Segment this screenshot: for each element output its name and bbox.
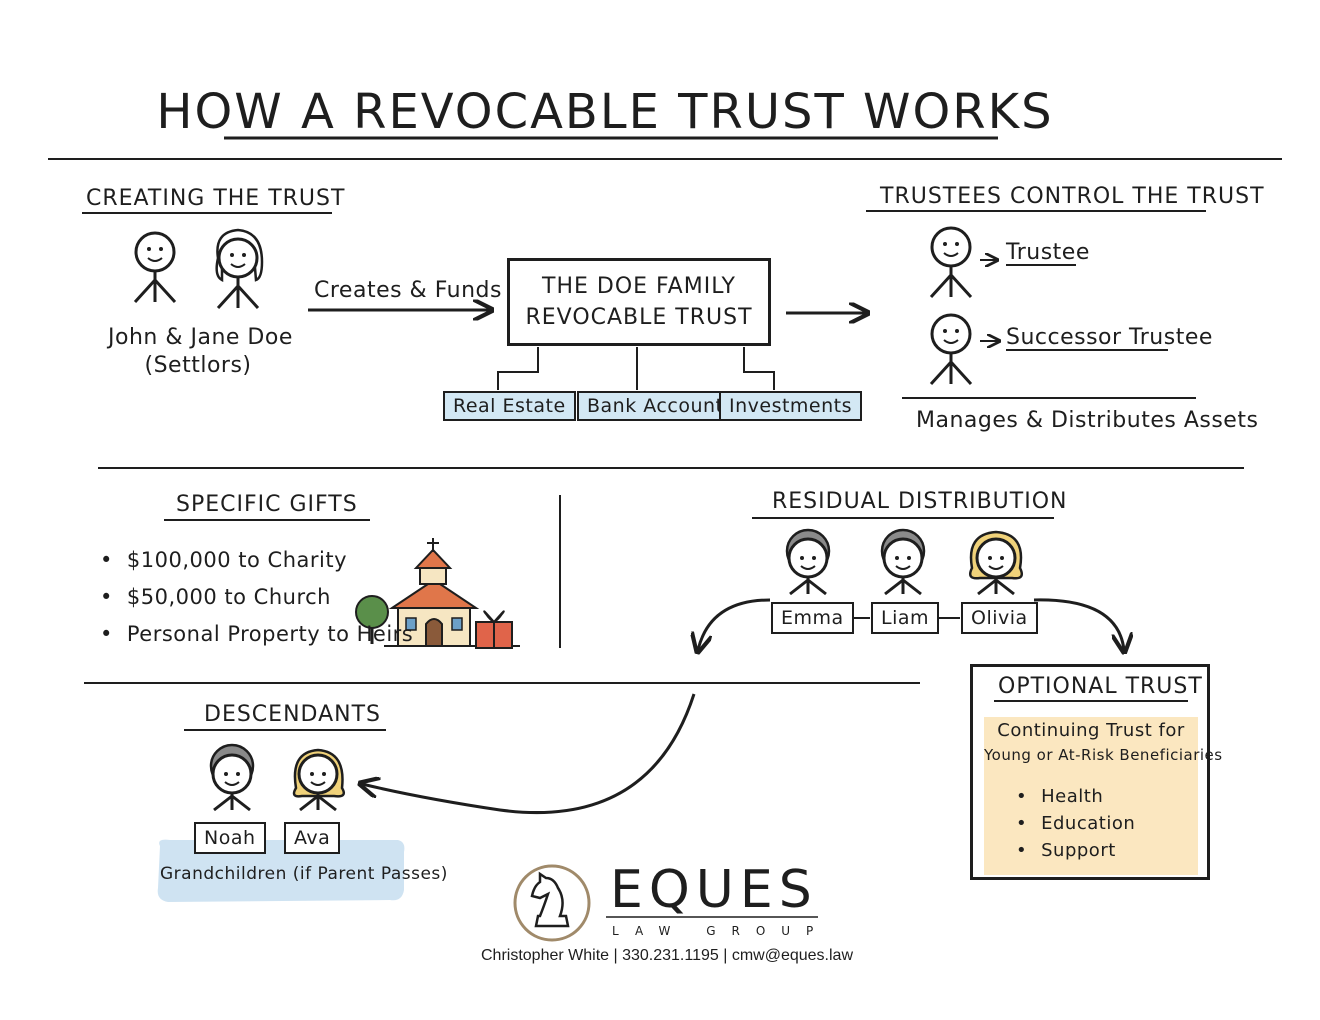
logo-subtitle: LAW GROUP xyxy=(612,924,830,938)
olivia-figure xyxy=(969,530,1023,596)
grandchildren-highlight xyxy=(157,839,405,902)
optional-line2: Young or At-Risk Beneficiaries xyxy=(984,746,1223,764)
successor-trustee-label: Successor Trustee xyxy=(1006,325,1213,350)
descendant-noah: Noah xyxy=(194,822,266,854)
successor-trustee-figure xyxy=(929,313,973,386)
contact-line: Christopher White | 330.231.1195 | cmw@e… xyxy=(481,947,853,964)
ava-figure xyxy=(292,748,345,812)
eques-logo-mark xyxy=(513,864,591,942)
emma-figure xyxy=(785,528,831,596)
creates-funds-label: Creates & Funds xyxy=(314,278,502,303)
residual-heading: RESIDUAL DISTRIBUTION xyxy=(772,489,1068,514)
gift-item: $50,000 to Church xyxy=(100,585,413,609)
gift-item: $100,000 to Charity xyxy=(100,548,413,572)
trust-box: THE DOE FAMILY REVOCABLE TRUST xyxy=(507,258,771,346)
to-descendants-arrow xyxy=(698,598,771,650)
descendants-arrow xyxy=(362,693,696,815)
asset-investments: Investments xyxy=(719,391,863,421)
optional-line1: Continuing Trust for xyxy=(997,720,1185,741)
logo-wordmark: EQUES xyxy=(610,860,818,920)
optional-list: Health Education Support xyxy=(1016,786,1135,867)
grandchildren-caption: Grandchildren (if Parent Passes) xyxy=(160,864,448,884)
trust-name-line1: THE DOE FAMILY xyxy=(542,274,736,299)
to-optional-trust-arrow xyxy=(1033,598,1124,650)
creating-heading: CREATING THE TRUST xyxy=(86,186,346,211)
liam-figure xyxy=(880,528,926,596)
gift-item: Personal Property to Heirs xyxy=(100,622,413,646)
beneficiary-olivia: Olivia xyxy=(961,602,1038,634)
optional-item: Education xyxy=(1016,813,1135,834)
gifts-heading: SPECIFIC GIFTS xyxy=(176,492,358,517)
gift-box-icon xyxy=(475,610,513,649)
descendant-ava: Ava xyxy=(284,822,341,854)
asset-real-estate: Real Estate xyxy=(443,391,576,421)
gifts-list: $100,000 to Charity $50,000 to Church Pe… xyxy=(100,548,413,659)
trustees-heading: TRUSTEES CONTROL THE TRUST xyxy=(880,184,1265,209)
settlors-role: (Settlors) xyxy=(144,353,252,378)
beneficiary-emma: Emma xyxy=(771,602,854,634)
beneficiary-liam: Liam xyxy=(871,602,940,634)
trustees-caption: Manages & Distributes Assets xyxy=(916,408,1259,433)
optional-heading: OPTIONAL TRUST xyxy=(998,674,1203,699)
asset-bank-accounts: Bank Accounts xyxy=(577,391,744,421)
optional-item: Support xyxy=(1016,840,1135,861)
trust-name-line2: REVOCABLE TRUST xyxy=(525,305,753,330)
optional-item: Health xyxy=(1016,786,1135,807)
settlors-name: John & Jane Doe xyxy=(108,325,293,350)
settlor-john-figure xyxy=(133,231,177,304)
noah-figure xyxy=(209,743,255,812)
descendants-heading: DESCENDANTS xyxy=(204,702,381,727)
page-title: HOW A REVOCABLE TRUST WORKS xyxy=(156,84,1054,140)
settlor-jane-figure xyxy=(215,228,264,310)
optional-trust-box xyxy=(970,664,1210,880)
trustee-label: Trustee xyxy=(1006,240,1090,265)
trustee-figure xyxy=(929,226,973,299)
